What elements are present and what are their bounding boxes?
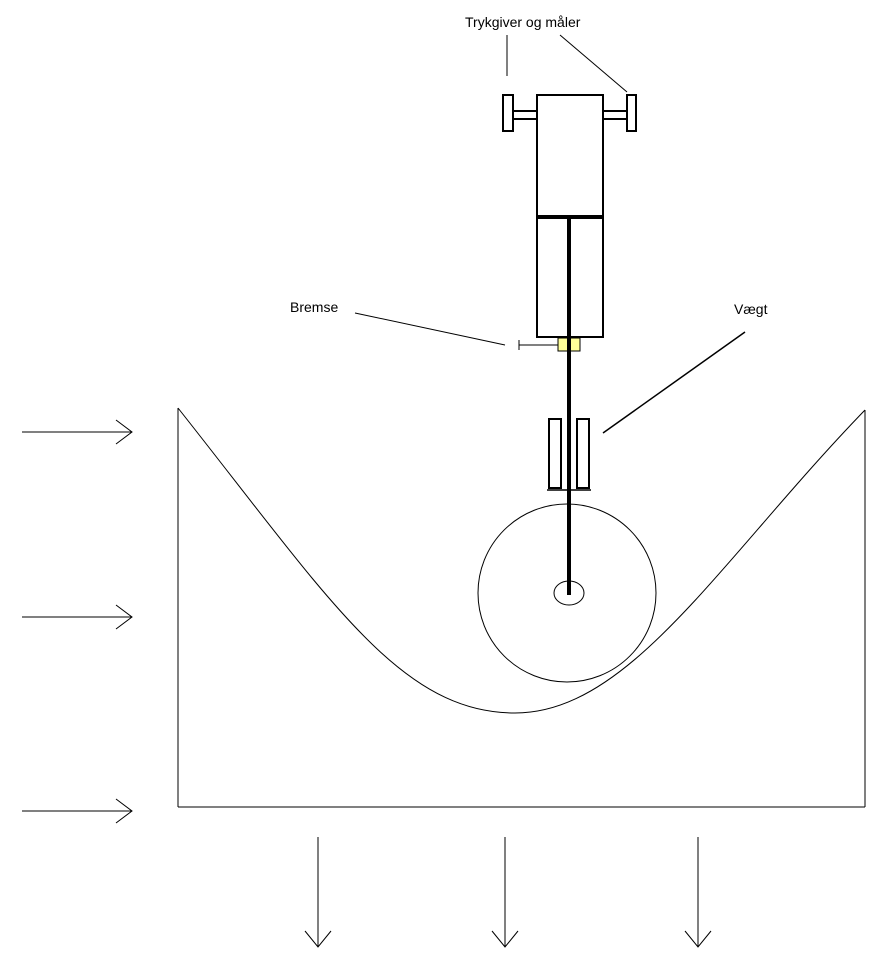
weights <box>548 418 590 489</box>
outflow-arrows <box>304 837 712 948</box>
pressure-leader-right <box>559 34 628 93</box>
arrow-down-icon <box>304 837 332 948</box>
weight-label: Vægt <box>734 301 768 317</box>
pressure-label: Trykgiver og måler <box>465 14 581 30</box>
brake-leader <box>354 312 506 346</box>
right-gauge <box>626 94 637 132</box>
trough-curve <box>177 407 866 714</box>
weight-leader <box>602 331 746 434</box>
arrow-right-icon <box>22 419 133 445</box>
trough <box>177 407 866 808</box>
arrow-down-icon <box>491 837 519 948</box>
brake-lever <box>518 340 558 350</box>
arrow-right-icon <box>22 798 133 824</box>
arrow-right-icon <box>22 604 133 630</box>
brake-label: Bremse <box>290 299 339 315</box>
left-gauge <box>502 94 514 132</box>
inflow-arrows <box>22 419 133 824</box>
arrow-down-icon <box>684 837 712 948</box>
